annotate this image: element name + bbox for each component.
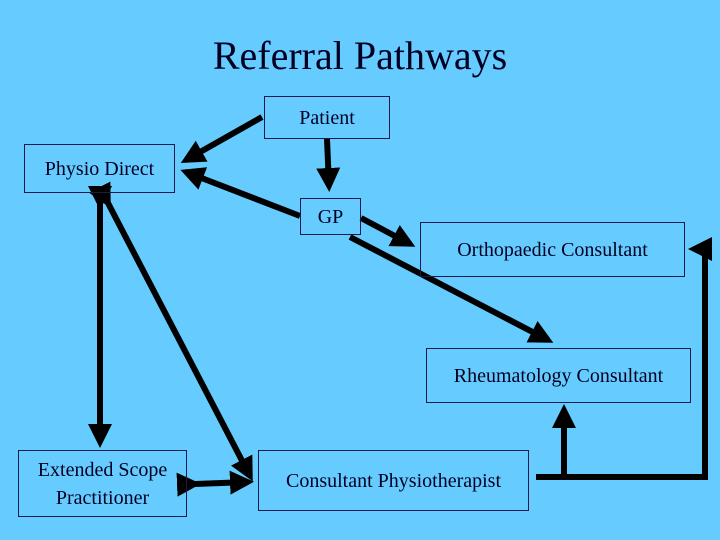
arrow-esp-to-consultant-physio	[176, 470, 254, 497]
node-extended-scope-practitioner: Extended Scope Practitioner	[18, 450, 187, 517]
diagram-title: Referral Pathways	[212, 33, 508, 78]
arrow-consultant-physio-to-orthopaedic	[536, 237, 712, 480]
node-label: Patient	[299, 106, 355, 129]
node-label: Physio Direct	[44, 157, 155, 180]
arrow-physio-direct-to-consultant-physio	[89, 181, 253, 482]
node-label-line2: Practitioner	[55, 486, 150, 509]
arrow-patient-to-gp	[316, 138, 341, 192]
node-consultant-physiotherapist: Consultant Physiotherapist	[258, 450, 529, 511]
arrow-gp-to-orthopaedic	[359, 215, 416, 247]
node-physio-direct: Physio Direct	[24, 144, 175, 193]
node-patient: Patient	[264, 96, 390, 139]
arrow-patient-to-physio-direct	[180, 114, 264, 163]
node-label: GP	[317, 205, 344, 228]
node-rheumatology-consultant: Rheumatology Consultant	[426, 348, 691, 403]
node-label-line1: Extended Scope	[37, 458, 168, 481]
node-label: Consultant Physiotherapist	[286, 469, 501, 492]
node-label: Orthopaedic Consultant	[457, 238, 648, 261]
node-label: Rheumatology Consultant	[453, 364, 664, 387]
arrow-gp-to-rheumatology	[348, 234, 554, 343]
node-gp: GP	[300, 198, 361, 235]
arrow-gp-to-physio-direct	[180, 167, 302, 219]
arrow-consultant-physio-to-rheumatology	[536, 404, 576, 480]
node-orthopaedic-consultant: Orthopaedic Consultant	[420, 222, 685, 277]
